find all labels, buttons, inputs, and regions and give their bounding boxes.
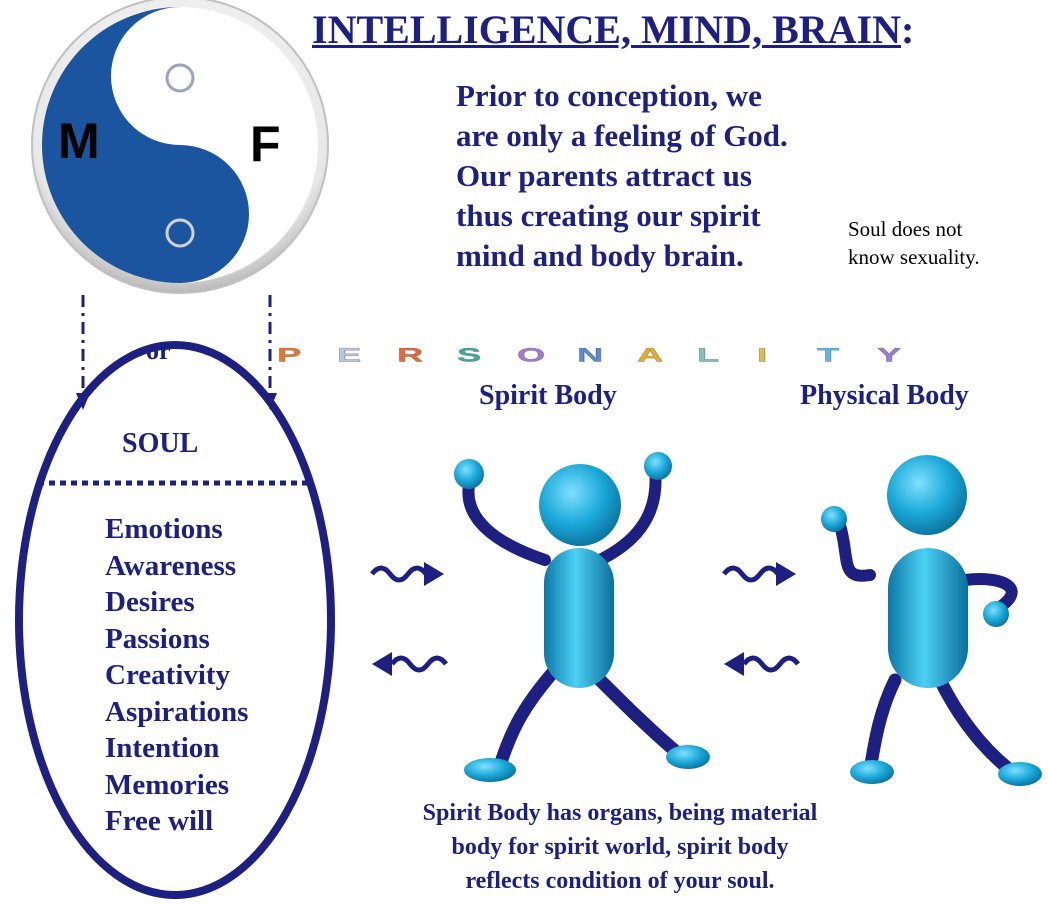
intro-paragraph: Prior to conception, we are only a feeli… [456,76,856,276]
personality-letter: P [277,343,302,366]
page-title: INTELLIGENCE, MIND, BRAIN: [312,6,1042,53]
personality-letter: O [517,343,546,366]
soul-ellipse-shape [15,341,335,899]
soul-attribute: Free will [105,805,214,837]
dashed-arrows [76,295,277,410]
yin-yang-blue-half [42,7,249,283]
soul-ellipse [15,341,335,899]
soul-note-line: Soul does not [848,217,963,241]
wavy-arrow-left [724,652,800,676]
wavy-arrow-right [370,562,444,586]
personality-word: P E R S O N A L I T Y [277,334,937,376]
personality-letter: I [757,343,768,366]
yin-yang-white-dot [165,63,195,93]
personality-letter: A [637,343,664,366]
intro-line: Our parents attract us [456,158,752,193]
personality-letter: S [457,343,482,366]
soul-note: Soul does not know sexuality. [848,215,1048,271]
personality-letter: R [397,343,424,366]
title-text: INTELLIGENCE, MIND, BRAIN [312,7,901,52]
wavy-arrow-left [372,652,448,676]
soul-attribute: Awareness [105,549,237,582]
soul-title: SOUL [122,428,199,459]
wavy-arrows [370,562,800,676]
personality-letter: T [817,343,840,366]
soul-attribute: Emotions [105,513,223,545]
personality-letter: Y [877,343,902,366]
caption-line: body for spirit world, spirit body [451,834,789,860]
soul-attribute: Intention [105,732,220,764]
wavy-arrow-right [722,562,796,586]
spirit-body-label: Spirit Body [479,380,617,411]
caption-line: Spirit Body has organs, being material [422,800,818,826]
soul-attribute-list: Emotions Awareness Desires Passions Crea… [105,511,248,840]
intro-line: are only a feeling of God. [456,118,788,153]
soul-attribute: Memories [105,768,229,801]
yin-yang-letter-m: M [58,113,100,169]
personality-letter: L [697,343,720,366]
intro-line: mind and body brain. [456,238,744,273]
yin-yang-symbol [31,0,329,294]
soul-attribute: Passions [105,622,210,655]
intro-line: Prior to conception, we [456,78,762,113]
soul-attribute: Desires [105,586,195,618]
caption-line: reflects condition of your soul. [465,868,775,894]
title-colon: : [900,7,915,52]
physical-body-label: Physical Body [800,380,969,411]
soul-attribute: Creativity [105,659,231,691]
spirit-body-figure [454,452,710,782]
or-label: or [146,336,171,365]
physical-body-figure [821,455,1042,786]
intro-line: thus creating our spirit [456,198,761,233]
yin-yang-blue-dot [165,218,195,248]
personality-letter: N [577,343,604,366]
personality-letter: E [337,343,362,366]
soul-attribute: Aspirations [105,695,249,728]
soul-note-line: know sexuality. [848,245,980,269]
yin-yang-letter-f: F [250,116,281,172]
spirit-body-caption: Spirit Body has organs, being material b… [340,796,900,898]
